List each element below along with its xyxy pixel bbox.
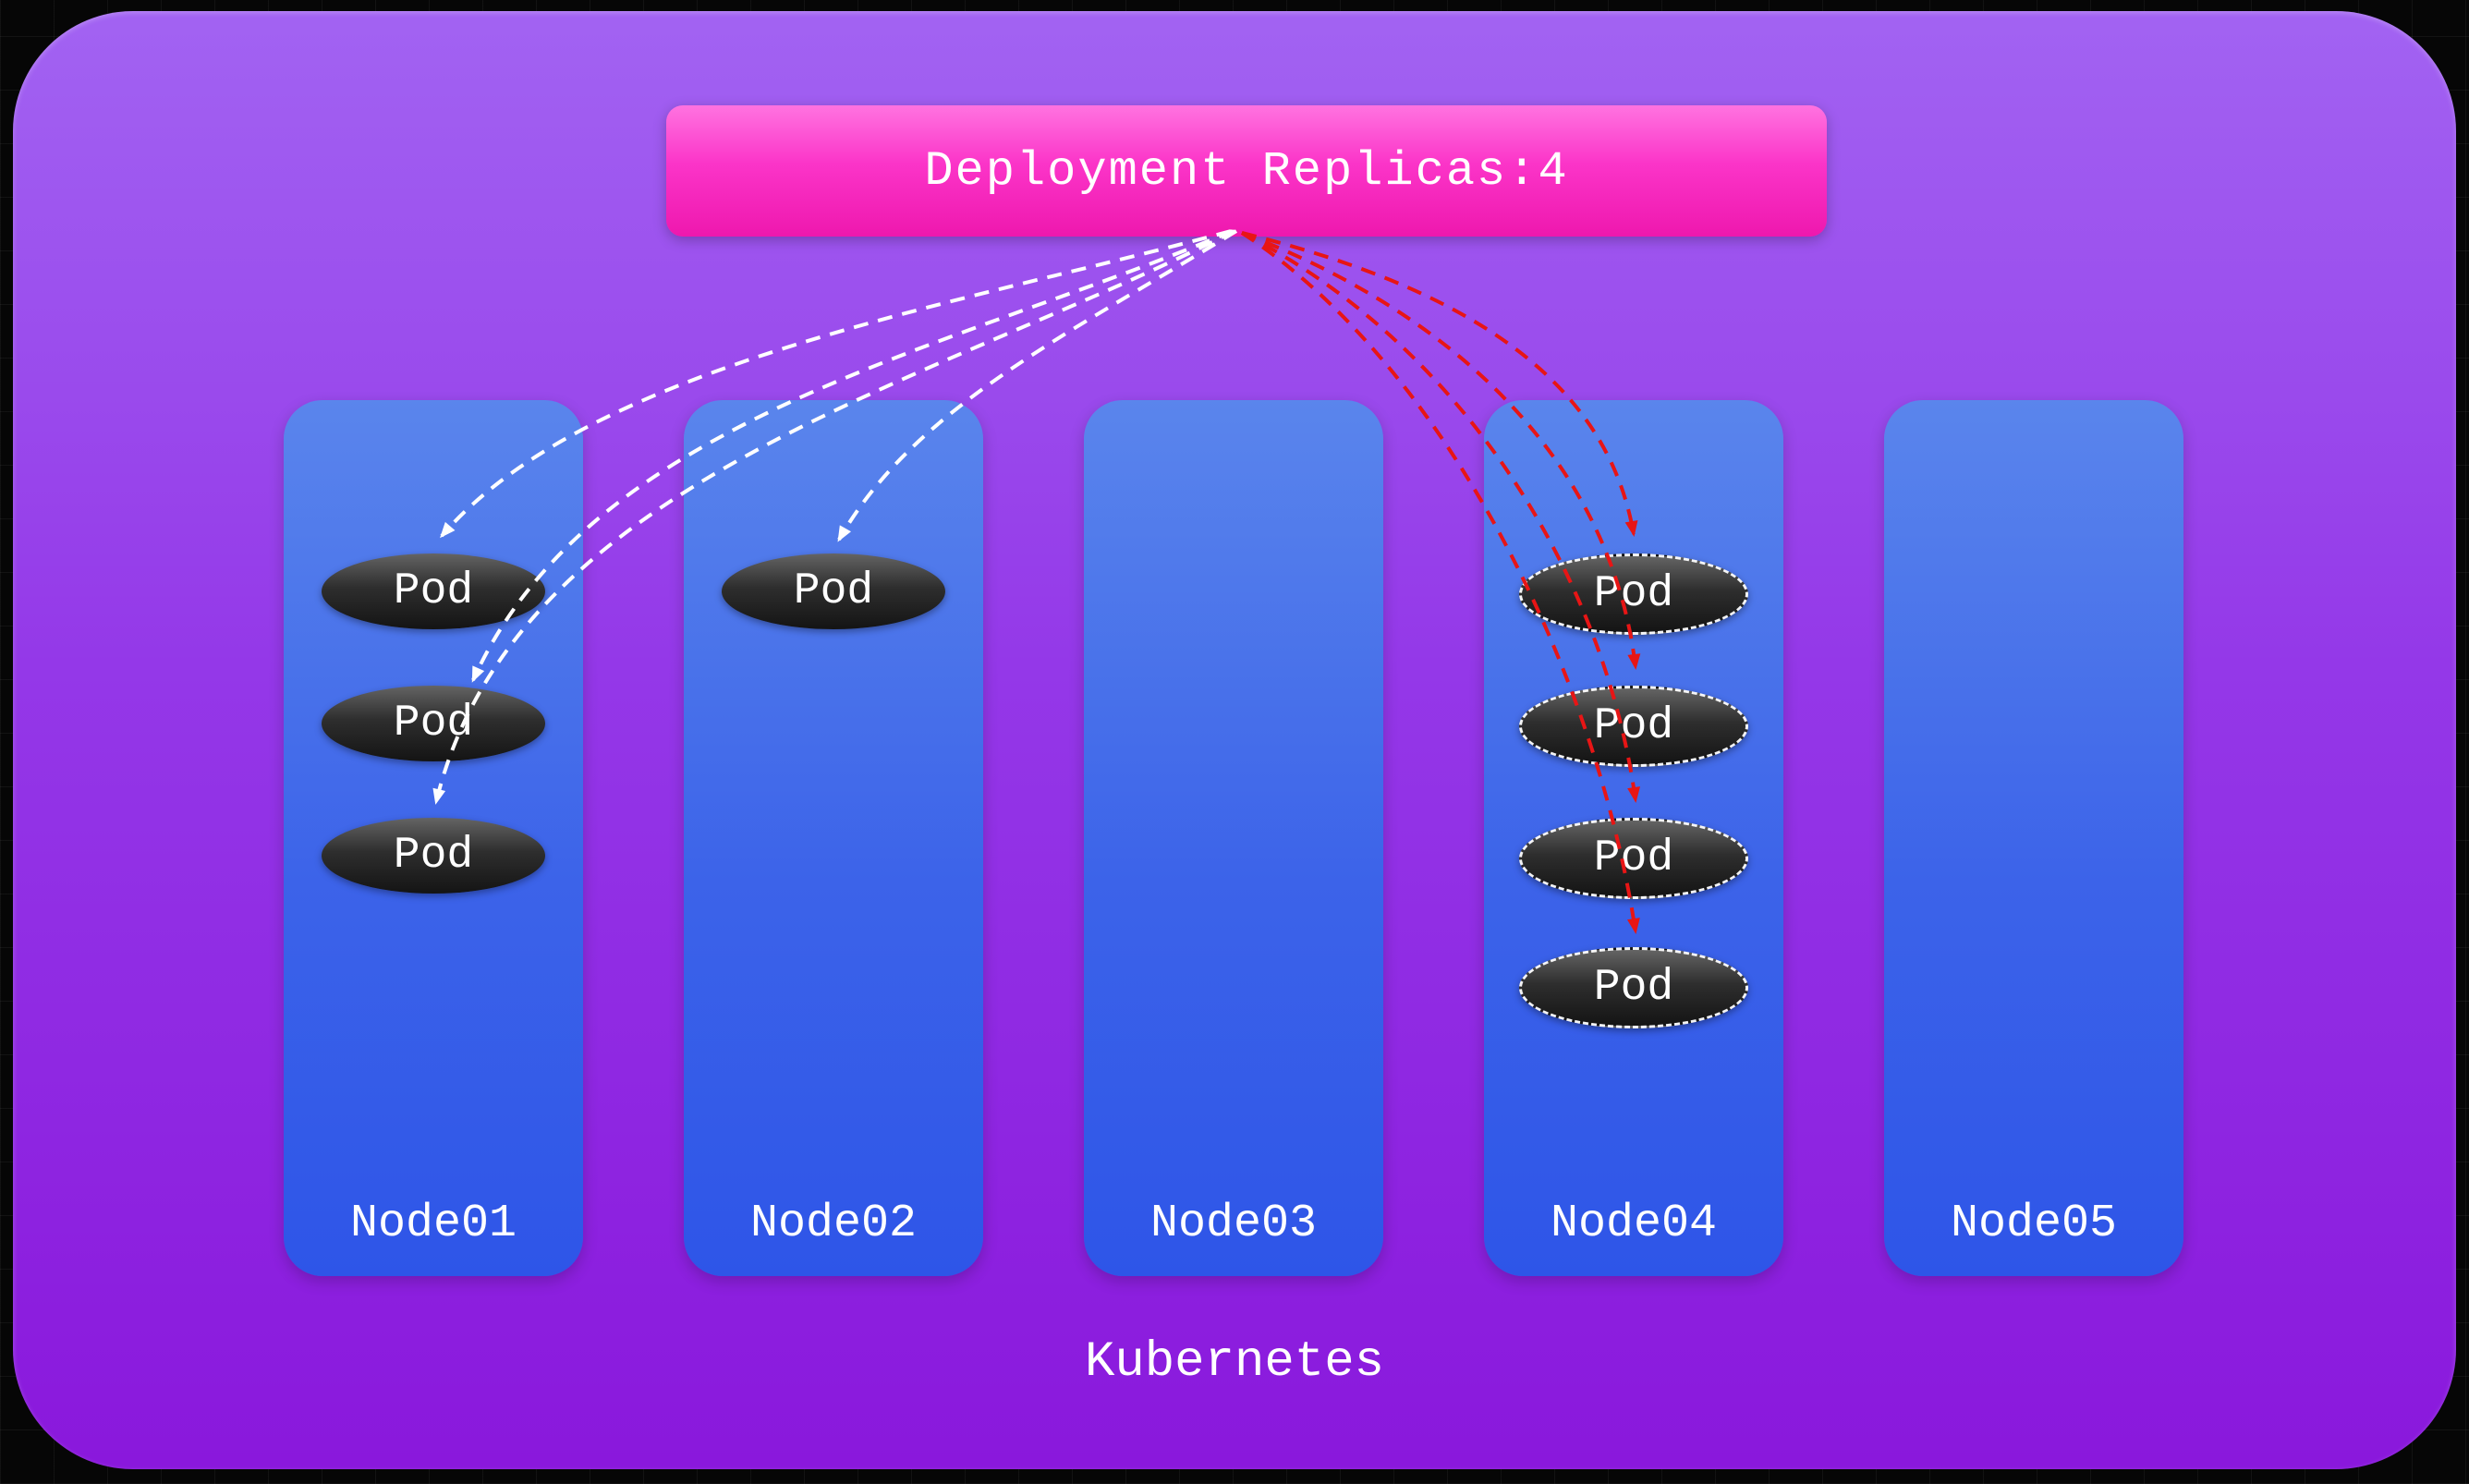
- node-label: Node03: [1149, 1198, 1318, 1250]
- pod-label: Pod: [1593, 963, 1674, 1013]
- node-label: Node04: [1550, 1198, 1718, 1250]
- pod-label: Pod: [1593, 701, 1674, 751]
- pod-label: Pod: [793, 566, 874, 616]
- node-node04: Pod Pod Pod Pod Node04: [1484, 400, 1783, 1276]
- deployment-label: Deployment Replicas:4: [924, 143, 1569, 199]
- node-node01: Pod Pod Pod Node01: [284, 400, 583, 1276]
- node-label: Node05: [1950, 1198, 2118, 1250]
- node-label: Node02: [749, 1198, 918, 1250]
- pod-label: Pod: [1593, 833, 1674, 883]
- node-label: Node01: [349, 1198, 517, 1250]
- pod-label: Pod: [1593, 569, 1674, 619]
- pod-label: Pod: [393, 566, 474, 616]
- node-node02: Pod Node02: [684, 400, 983, 1276]
- pod-ellipse: Pod: [1519, 553, 1748, 635]
- pod-label: Pod: [393, 831, 474, 881]
- pod-ellipse: Pod: [322, 686, 545, 761]
- pod-ellipse: Pod: [1519, 947, 1748, 1028]
- pod-ellipse: Pod: [1519, 818, 1748, 899]
- deployment-box: Deployment Replicas:4: [666, 105, 1827, 237]
- pod-ellipse: Pod: [1519, 686, 1748, 767]
- cluster-label: Kubernetes: [1084, 1334, 1385, 1391]
- node-node05: Node05: [1884, 400, 2183, 1276]
- pod-ellipse: Pod: [322, 553, 545, 629]
- pod-ellipse: Pod: [722, 553, 945, 629]
- cluster-container: Deployment Replicas:4 Pod Pod Pod Node01…: [13, 11, 2456, 1469]
- pod-label: Pod: [393, 699, 474, 748]
- node-node03: Node03: [1084, 400, 1383, 1276]
- pod-ellipse: Pod: [322, 818, 545, 894]
